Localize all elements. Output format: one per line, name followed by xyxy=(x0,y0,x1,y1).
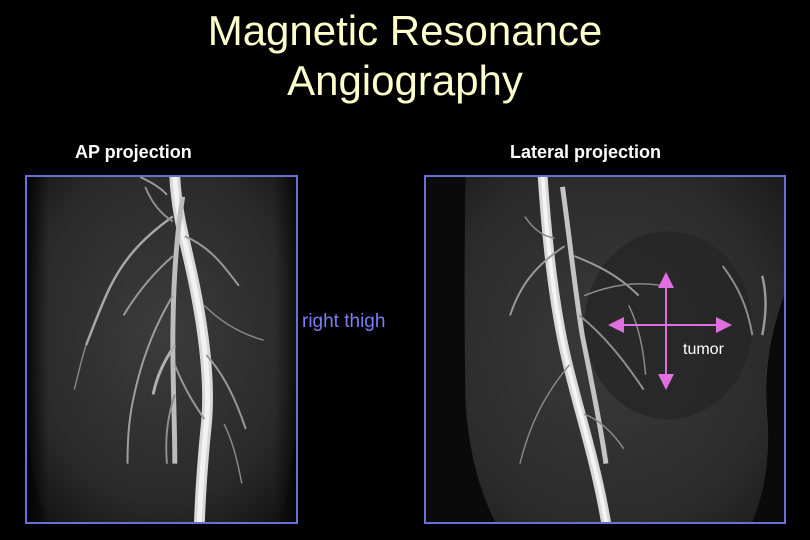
lateral-angiogram-image xyxy=(424,175,786,524)
ap-projection-caption: AP projection xyxy=(75,142,192,162)
slide-title: Magnetic Resonance Angiography xyxy=(0,6,810,106)
lateral-projection-caption: Lateral projection xyxy=(510,142,662,162)
tumor-label: tumor xyxy=(683,341,724,358)
slide-title-line1: Magnetic Resonance xyxy=(207,7,603,54)
right-thigh-label: right thigh xyxy=(302,311,386,332)
slide-title-line2: Angiography xyxy=(287,57,523,104)
ap-angiogram-image xyxy=(25,175,298,524)
